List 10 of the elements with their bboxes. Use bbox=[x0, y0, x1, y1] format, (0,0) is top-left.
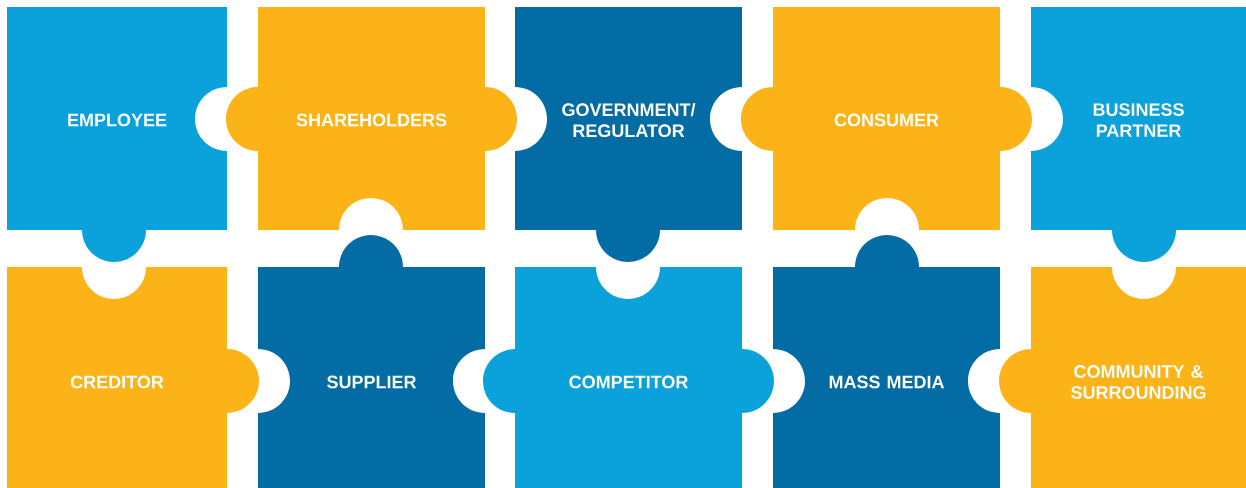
puzzle-piece: EMPLOYEE bbox=[7, 7, 227, 262]
puzzle-piece: COMMUNITY & SURROUNDING bbox=[999, 267, 1246, 488]
puzzle-piece: SHAREHOLDERS bbox=[226, 7, 517, 230]
puzzle-piece: CONSUMER bbox=[741, 7, 1032, 230]
puzzle-piece: CREDITOR bbox=[7, 267, 259, 488]
puzzle-piece: COMPETITOR bbox=[483, 267, 774, 488]
puzzle-piece: BUSINESS PARTNER bbox=[1031, 7, 1246, 262]
puzzle-piece: MASS MEDIA bbox=[773, 235, 1000, 488]
puzzle-piece: GOVERNMENT/ REGULATOR bbox=[515, 7, 742, 262]
puzzle-piece: SUPPLIER bbox=[258, 235, 485, 488]
